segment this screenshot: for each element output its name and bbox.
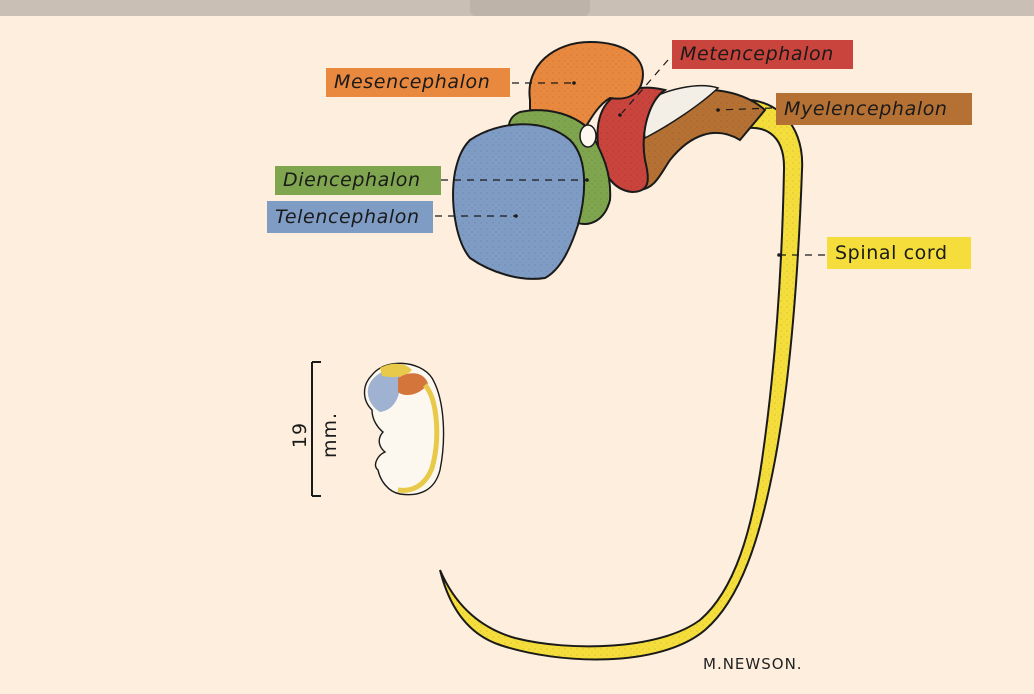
scale-bar — [311, 361, 321, 497]
artist-signature: M.NEWSON. — [703, 655, 803, 673]
foramen — [579, 124, 597, 148]
label-telencephalon: Telencephalon — [267, 201, 433, 233]
label-mesencephalon: Mesencephalon — [326, 68, 510, 97]
label-myelencephalon: Myelencephalon — [776, 93, 972, 125]
roof-plate — [639, 85, 720, 140]
scale-bar-label: 19 mm. — [289, 411, 341, 459]
leader-lines — [435, 59, 825, 256]
label-spinal-cord: Spinal cord — [827, 237, 971, 269]
marker-dots — [514, 81, 781, 257]
embryo-thumbnail — [363, 362, 445, 496]
top-bar-tab — [470, 0, 590, 16]
label-metencephalon: Metencephalon — [672, 40, 853, 69]
label-diencephalon: Diencephalon — [275, 166, 441, 195]
